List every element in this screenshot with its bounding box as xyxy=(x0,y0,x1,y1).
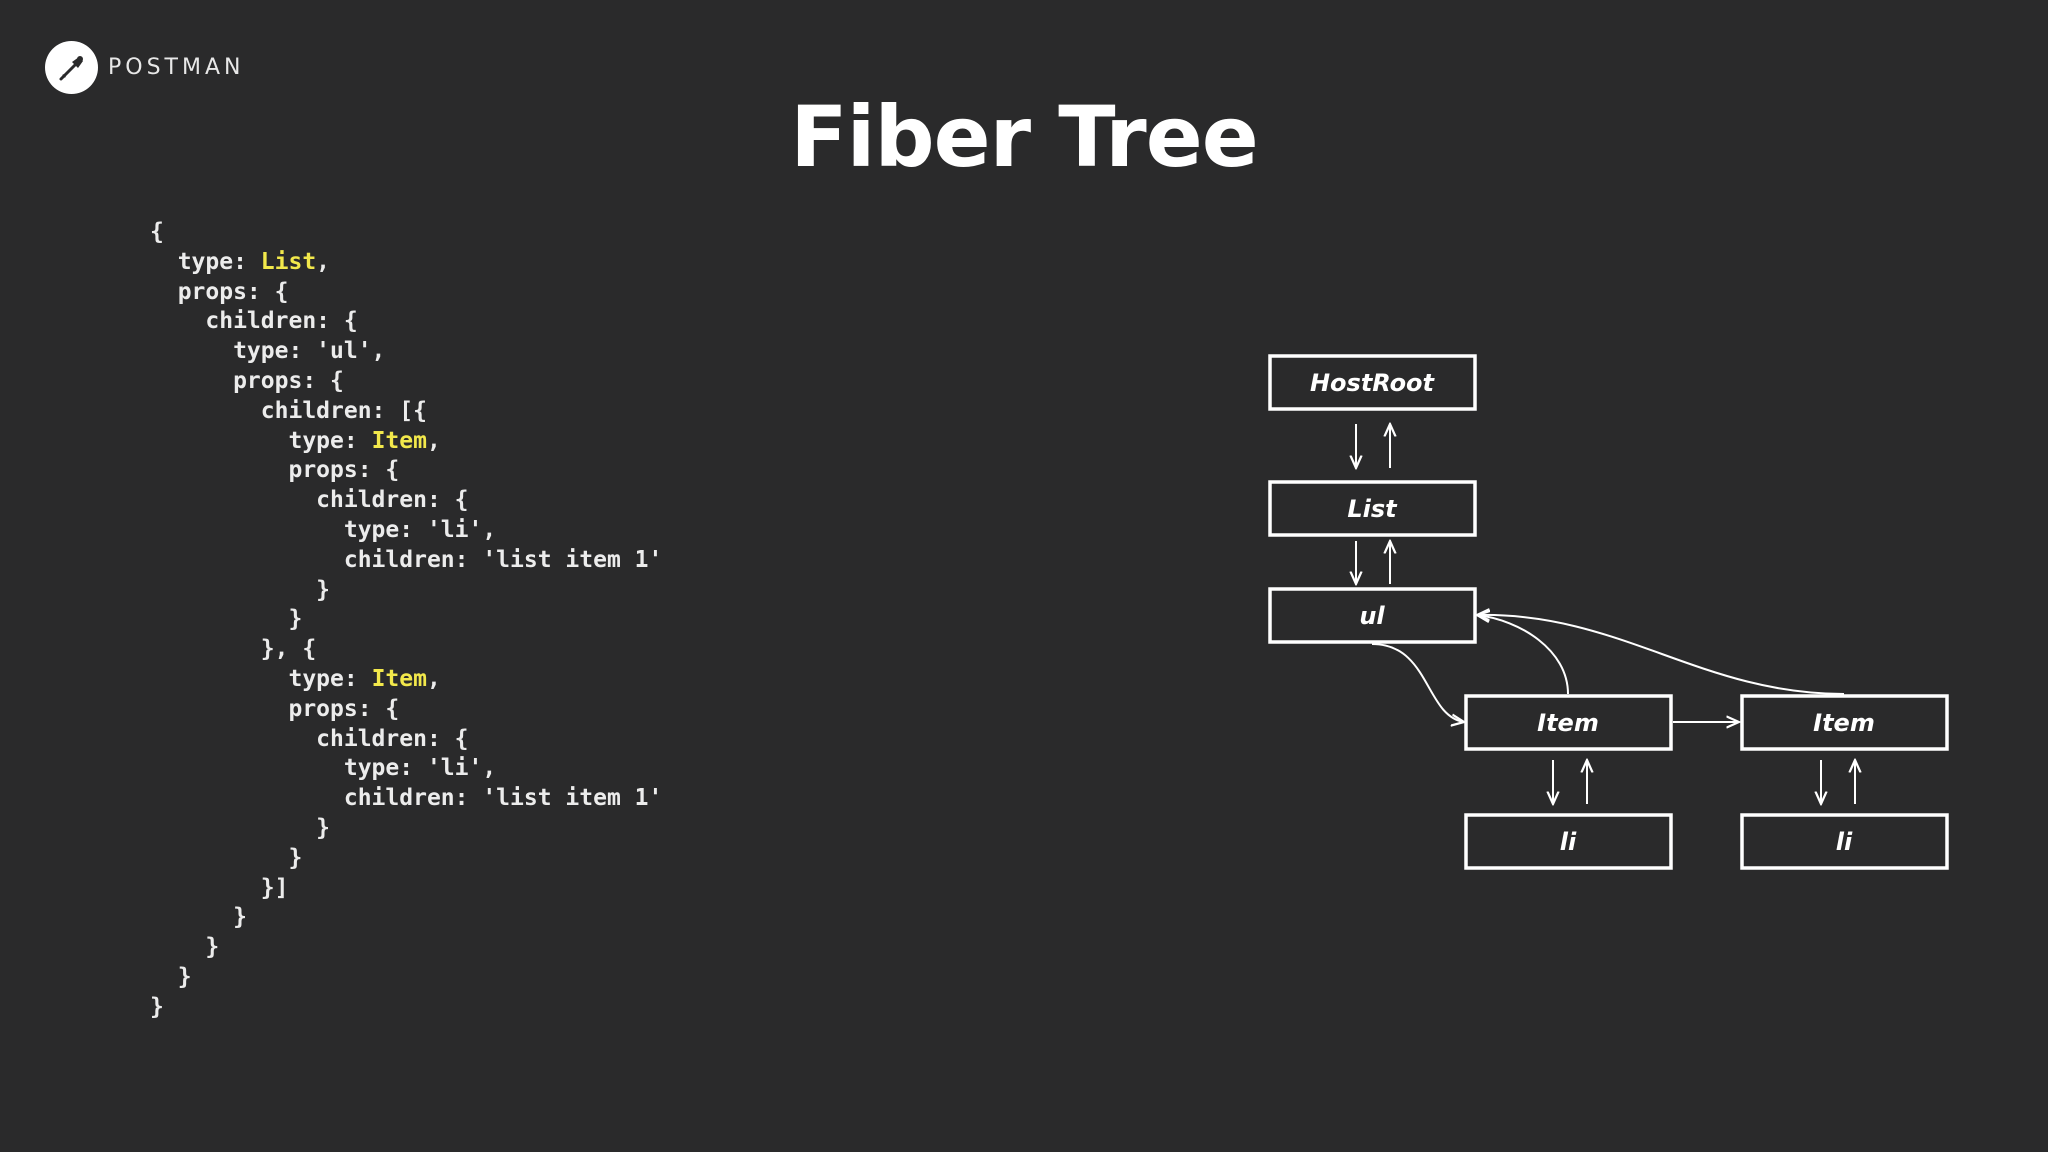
code-line: type: List, xyxy=(150,248,662,278)
code-token: } xyxy=(150,606,303,633)
node-li-1-label: li xyxy=(1560,828,1577,856)
brand-name: POSTMAN xyxy=(108,55,245,80)
code-token: props: { xyxy=(150,695,400,722)
code-token: type: xyxy=(150,427,372,454)
code-line: type: 'li', xyxy=(150,754,662,784)
code-line: } xyxy=(150,963,662,993)
code-line: children: 'list item 1' xyxy=(150,546,663,576)
code-token: { xyxy=(150,219,164,245)
code-token: } xyxy=(150,844,303,871)
code-token: , xyxy=(426,427,441,454)
code-token: } xyxy=(150,934,220,961)
edge-item-2-to-ul xyxy=(1477,615,1845,695)
code-token: children: 'list item 1' xyxy=(150,546,663,573)
node-li-2: li xyxy=(1740,813,1949,870)
code-line: type: 'ul', xyxy=(150,337,662,367)
code-token: type: 'ul', xyxy=(150,338,386,365)
code-token: children: { xyxy=(150,725,469,752)
node-item-1: Item xyxy=(1464,694,1673,751)
node-item-2-label: Item xyxy=(1813,709,1875,737)
code-line: type: Item, xyxy=(150,665,662,695)
code-line: }, { xyxy=(150,635,662,665)
code-token: children: 'list item 1' xyxy=(150,785,663,812)
postman-logo-icon xyxy=(45,41,98,94)
code-component-name: List xyxy=(260,248,317,275)
code-line: props: { xyxy=(150,278,662,308)
code-token: props: { xyxy=(150,278,289,305)
code-line: }] xyxy=(150,874,662,904)
code-token: children: [{ xyxy=(150,397,427,424)
code-line: } xyxy=(150,814,662,844)
code-line: } xyxy=(150,933,662,963)
code-line: } xyxy=(150,903,662,933)
code-token: type: 'li', xyxy=(150,516,497,543)
code-token: } xyxy=(150,993,164,1020)
code-line: children: { xyxy=(150,307,662,337)
node-li-1: li xyxy=(1464,813,1673,870)
code-line: type: Item, xyxy=(150,427,662,457)
code-line: type: 'li', xyxy=(150,516,662,546)
code-token: }] xyxy=(150,874,289,901)
postman-logo: POSTMAN xyxy=(45,41,244,94)
code-component-name: Item xyxy=(371,665,427,692)
code-token: , xyxy=(426,665,441,692)
code-line: props: { xyxy=(150,367,662,397)
code-token: type: xyxy=(150,665,372,692)
code-token: } xyxy=(150,904,247,931)
code-token: }, { xyxy=(150,636,317,663)
node-list-label: List xyxy=(1347,495,1398,523)
node-item-1-label: Item xyxy=(1537,709,1599,737)
code-token: children: { xyxy=(150,487,469,514)
code-token: props: { xyxy=(150,457,400,484)
code-line: children: 'list item 1' xyxy=(150,784,663,814)
code-block: { type: List, props: { children: { type:… xyxy=(150,218,662,1023)
node-list: List xyxy=(1268,480,1477,537)
code-line: children: [{ xyxy=(150,397,662,427)
code-line: } xyxy=(150,844,662,874)
code-line: props: { xyxy=(150,695,662,725)
edge-ul-to-item-1 xyxy=(1371,643,1464,722)
node-hostroot-label: HostRoot xyxy=(1310,369,1436,397)
code-token: props: { xyxy=(150,367,344,394)
node-hostroot: HostRoot xyxy=(1268,354,1477,411)
code-component-name: Item xyxy=(371,427,427,454)
node-ul-label: ul xyxy=(1359,602,1385,630)
code-token: , xyxy=(316,248,331,275)
node-item-2: Item xyxy=(1740,694,1949,751)
code-line: } xyxy=(150,605,662,635)
code-token: } xyxy=(150,576,331,603)
code-token: } xyxy=(150,814,331,841)
node-li-2-label: li xyxy=(1836,828,1853,856)
code-token: type: xyxy=(150,248,261,275)
node-ul: ul xyxy=(1268,587,1477,644)
code-line: props: { xyxy=(150,456,662,486)
slide-title: Fiber Tree xyxy=(790,88,1258,186)
edge-item-1-to-ul xyxy=(1477,615,1569,695)
code-token: type: 'li', xyxy=(150,755,497,782)
code-line: } xyxy=(150,993,662,1023)
code-line: children: { xyxy=(150,486,662,516)
code-token: children: { xyxy=(150,308,358,335)
code-token: } xyxy=(150,963,192,990)
code-line: } xyxy=(150,576,662,606)
code-line: { xyxy=(150,218,662,248)
code-line: children: { xyxy=(150,725,662,755)
